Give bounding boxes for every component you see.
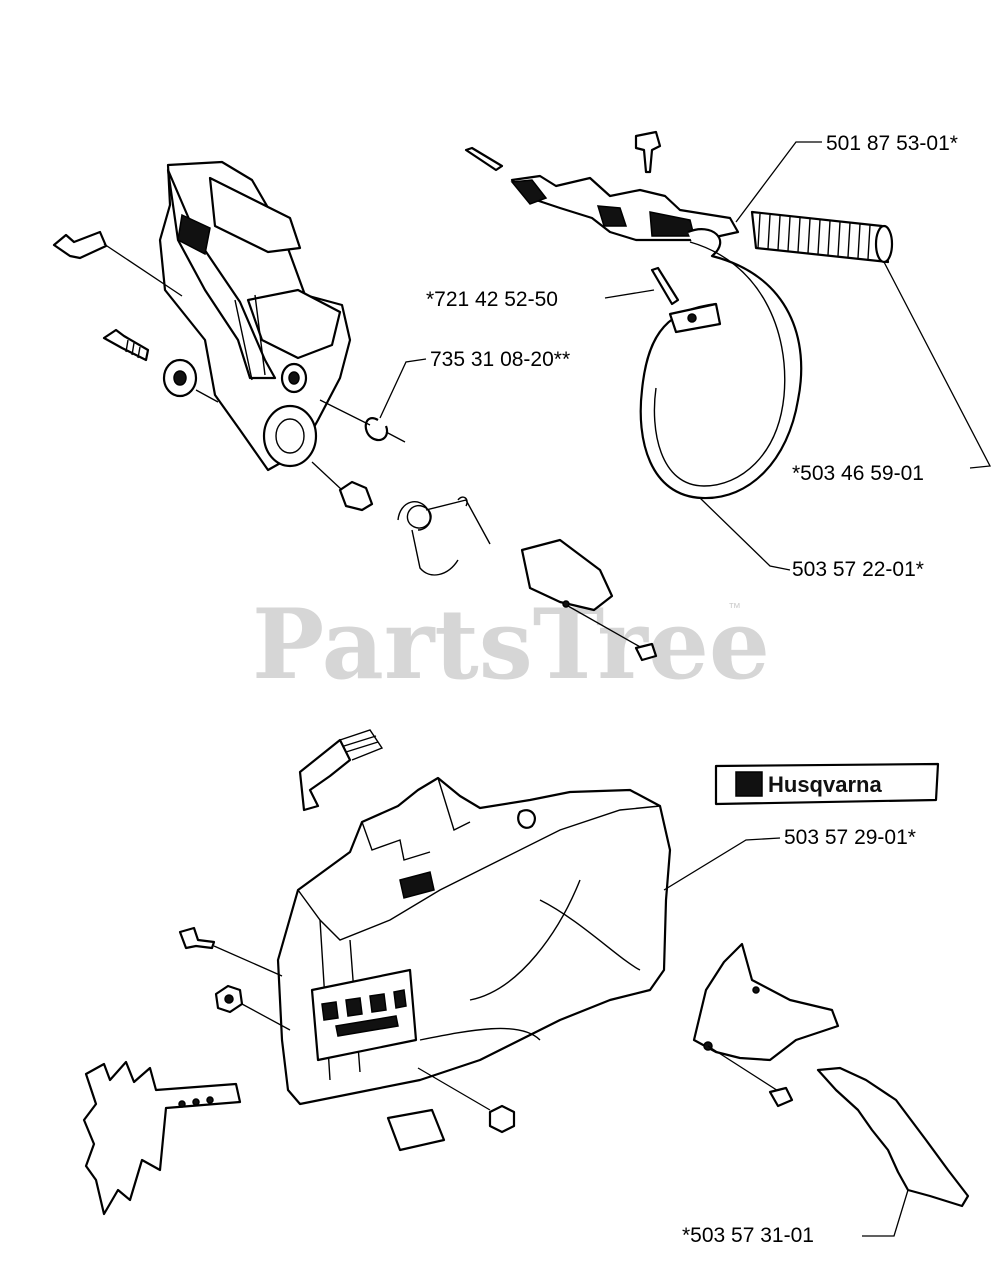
- chain-catcher-insert: [386, 1108, 446, 1152]
- label-part-501-87-53-01[interactable]: 501 87 53-01*: [826, 132, 958, 155]
- leader-lines: [379, 141, 992, 1237]
- bushing-hole: [280, 362, 308, 394]
- brake-lever-pin: [464, 146, 504, 172]
- shoulder-bolt: [52, 230, 183, 297]
- watermark-text: PartsTree: [252, 588, 770, 701]
- brake-lever-assembly[interactable]: [510, 174, 740, 242]
- screw: [102, 328, 150, 362]
- label-part-721-42-52-50[interactable]: *721 42 52-50: [426, 288, 558, 311]
- brake-band-pin: [650, 266, 680, 306]
- brake-lever-screw: [634, 130, 662, 174]
- chain-brake-handle[interactable]: [158, 160, 352, 472]
- brake-spring: [750, 210, 894, 264]
- cover-plate: [520, 538, 643, 649]
- bumper-spike: [82, 1060, 242, 1216]
- label-part-503-46-59-01[interactable]: *503 46 59-01: [792, 462, 924, 485]
- clutch-cover[interactable]: [276, 776, 672, 1106]
- label-part-503-57-29-01[interactable]: 503 57 29-01*: [784, 826, 916, 849]
- chain-guide-clip: [298, 729, 384, 812]
- husqvarna-decal: Husqvarna: [714, 762, 940, 806]
- label-part-503-57-31-01[interactable]: *503 57 31-01: [682, 1224, 814, 1247]
- pivot-pin: [311, 461, 374, 512]
- bearing-ring: [262, 404, 318, 468]
- bar-nut: [417, 1067, 516, 1134]
- retaining-ring: [319, 399, 406, 443]
- chain-catcher-plate: [692, 942, 840, 1097]
- brake-band[interactable]: [639, 228, 803, 500]
- cover-screw: [178, 926, 283, 977]
- torsion-spring: [397, 496, 491, 576]
- label-part-503-57-22-01[interactable]: 503 57 22-01*: [792, 558, 924, 581]
- label-part-735-31-08-20[interactable]: 735 31 08-20**: [430, 348, 570, 371]
- cover-nut: [214, 984, 291, 1031]
- plate-screw-lower: [768, 1086, 794, 1108]
- washer-nut: [162, 358, 219, 403]
- side-cover-guard[interactable]: [816, 1066, 970, 1208]
- husqvarna-logo-text: Husqvarna: [768, 772, 882, 797]
- trademark-symbol: ™: [728, 600, 741, 615]
- plate-screw: [634, 642, 658, 662]
